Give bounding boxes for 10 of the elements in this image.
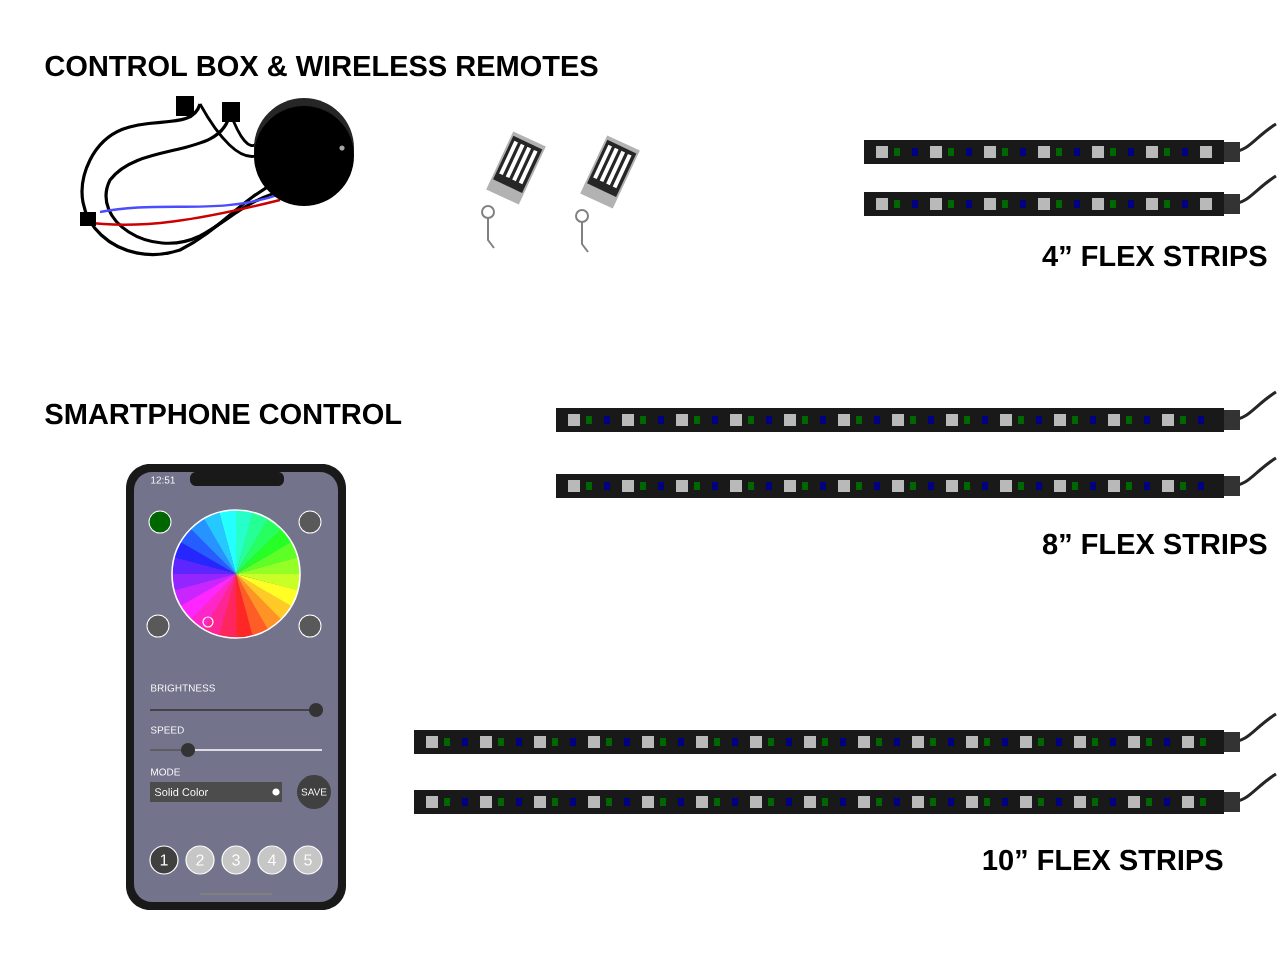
preset-button: 1: [149, 845, 179, 875]
preset-button: 2: [185, 845, 215, 875]
preset-button: 5: [293, 845, 323, 875]
heading: 10” FLEX STRIPS: [983, 849, 1223, 871]
preset-button: 3: [221, 845, 251, 875]
heading: CONTROL BOX & WIRELESS REMOTES: [45, 55, 598, 77]
heading: 8” FLEX STRIPS: [1042, 533, 1267, 555]
heading: 4” FLEX STRIPS: [1042, 245, 1267, 267]
preset-button: 4: [257, 845, 287, 875]
heading: SMARTPHONE CONTROL: [45, 403, 402, 425]
